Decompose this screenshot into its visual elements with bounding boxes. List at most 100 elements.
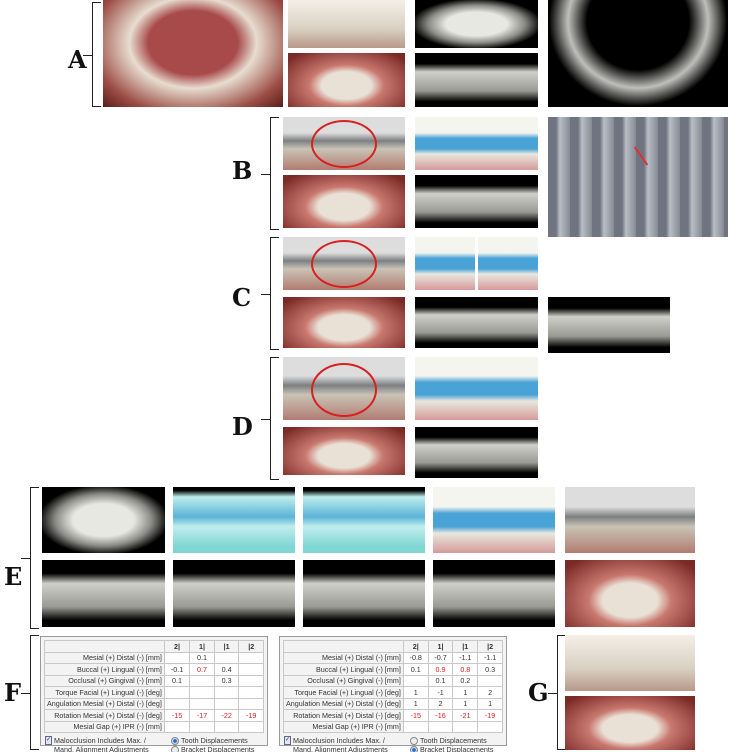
radio-icon bbox=[171, 746, 179, 752]
value-cell[interactable] bbox=[189, 720, 215, 733]
value-cell[interactable]: 0.3 bbox=[213, 674, 240, 687]
value-cell[interactable] bbox=[189, 697, 215, 710]
model-brackets-d-incisal bbox=[415, 427, 538, 478]
value-cell[interactable]: 2 bbox=[427, 697, 454, 710]
value-cell[interactable] bbox=[238, 663, 264, 676]
radio-tooth-displacements[interactable]: Tooth Displacements bbox=[410, 736, 494, 746]
value-cell[interactable]: -17 bbox=[189, 709, 215, 722]
radio-bracket-displacements[interactable]: Bracket Displacements bbox=[171, 745, 255, 752]
value-cell[interactable] bbox=[163, 697, 191, 710]
value-cell[interactable] bbox=[238, 651, 264, 664]
value-cell[interactable]: 0.1 bbox=[189, 651, 215, 664]
value-cell[interactable] bbox=[238, 686, 264, 699]
value-cell[interactable] bbox=[189, 674, 215, 687]
value-cell[interactable]: -0.8 bbox=[402, 651, 429, 664]
value-cell[interactable]: 2 bbox=[477, 686, 503, 699]
arrow-icon bbox=[633, 146, 649, 166]
value-cell[interactable] bbox=[238, 674, 264, 687]
table-row: Mesial Gap (+) IPR (-) [mm] bbox=[44, 720, 264, 733]
table-row: Angulation Mesial (+) Distal (-) [deg] bbox=[44, 697, 264, 710]
radio-bracket-displacements[interactable]: Bracket Displacements bbox=[410, 745, 494, 752]
malocclusion-checkbox[interactable]: ✓Malocclusion Includes Max. / Mand. Alig… bbox=[45, 736, 149, 752]
table-row: Rotation Mesial (+) Distal (-) [deg]-15-… bbox=[44, 709, 264, 722]
value-cell[interactable]: 1 bbox=[452, 686, 479, 699]
value-cell[interactable] bbox=[163, 720, 191, 733]
value-cell[interactable] bbox=[477, 674, 503, 687]
value-cell[interactable] bbox=[477, 720, 503, 733]
value-cell[interactable]: 0.7 bbox=[189, 663, 215, 676]
photo-brackets-d-front bbox=[283, 357, 405, 420]
value-cell[interactable] bbox=[452, 720, 479, 733]
photo-brackets-c-incisal bbox=[283, 297, 405, 348]
value-cell[interactable]: 1 bbox=[402, 697, 429, 710]
value-cell[interactable]: -0.1 bbox=[163, 663, 191, 676]
value-cell[interactable] bbox=[213, 651, 240, 664]
value-cell[interactable]: 1 bbox=[402, 686, 429, 699]
value-cell[interactable] bbox=[213, 720, 240, 733]
value-cell[interactable]: 0.3 bbox=[477, 663, 503, 676]
value-cell[interactable]: 0.1 bbox=[163, 674, 191, 687]
value-cell[interactable]: 1 bbox=[452, 697, 479, 710]
model-brackets-c-incisal bbox=[415, 297, 538, 348]
value-cell[interactable] bbox=[402, 674, 429, 687]
photo-lower-incisors-front bbox=[288, 0, 405, 48]
tooth-header: |1 bbox=[452, 640, 479, 653]
model-3d-front bbox=[415, 0, 538, 48]
value-cell[interactable]: -1.1 bbox=[477, 651, 503, 664]
table-row: Mesial Gap (+) IPR (-) [mm] bbox=[283, 720, 503, 733]
value-cell[interactable]: -19 bbox=[238, 709, 264, 722]
row-label: Buccal (+) Lingual (-) [mm] bbox=[44, 663, 165, 676]
value-cell[interactable] bbox=[213, 686, 240, 699]
row-label: Angulation Mesial (+) Distal (-) [deg] bbox=[44, 697, 165, 710]
value-cell[interactable] bbox=[189, 686, 215, 699]
radio-tooth-displacements[interactable]: Tooth Displacements bbox=[171, 736, 255, 746]
photo-e-front bbox=[565, 487, 695, 553]
value-cell[interactable]: 0.1 bbox=[427, 674, 454, 687]
check-icon: ✓ bbox=[45, 736, 53, 745]
value-cell[interactable] bbox=[402, 720, 429, 733]
photo-brackets-b-incisal bbox=[283, 175, 405, 228]
value-cell[interactable]: -15 bbox=[402, 709, 429, 722]
value-cell[interactable]: -16 bbox=[427, 709, 454, 722]
header-spacer bbox=[44, 640, 165, 653]
value-cell[interactable] bbox=[427, 720, 454, 733]
malocclusion-checkbox[interactable]: ✓Malocclusion Includes Max. / Mand. Alig… bbox=[284, 736, 388, 752]
value-cell[interactable]: 0.8 bbox=[452, 663, 479, 676]
value-cell[interactable]: 1 bbox=[477, 697, 503, 710]
value-cell[interactable]: -1 bbox=[427, 686, 454, 699]
table-row: Torque Facial (+) Lingual (-) [deg] bbox=[44, 686, 264, 699]
value-cell[interactable]: 0.1 bbox=[402, 663, 429, 676]
model-brackets-c-incisal-2 bbox=[548, 297, 670, 353]
model-e-incisal-3 bbox=[303, 560, 425, 627]
panel-label-a: A bbox=[68, 45, 87, 74]
radio-icon bbox=[171, 737, 179, 746]
model-e-incisal-2 bbox=[173, 560, 295, 627]
value-cell[interactable]: 0.4 bbox=[213, 663, 240, 676]
value-cell[interactable]: -19 bbox=[477, 709, 503, 722]
panel-label-e: E bbox=[4, 562, 23, 591]
value-cell[interactable]: -21 bbox=[452, 709, 479, 722]
value-cell[interactable]: 0.9 bbox=[427, 663, 454, 676]
value-cell[interactable]: -15 bbox=[163, 709, 191, 722]
value-cell[interactable]: -1.1 bbox=[452, 651, 479, 664]
model-e-incisal-4 bbox=[433, 560, 555, 627]
value-cell[interactable]: -0.7 bbox=[427, 651, 454, 664]
photo-g-front bbox=[565, 635, 695, 691]
tooth-header: 1| bbox=[427, 640, 454, 653]
value-cell[interactable] bbox=[238, 720, 264, 733]
value-cell[interactable] bbox=[213, 697, 240, 710]
tooth-header: 2| bbox=[163, 640, 191, 653]
value-cell[interactable] bbox=[163, 686, 191, 699]
row-label: Occlusal (+) Gingival (-) [mm] bbox=[283, 674, 404, 687]
value-cell[interactable] bbox=[163, 651, 191, 664]
value-cell[interactable] bbox=[238, 697, 264, 710]
value-cell[interactable]: 0.2 bbox=[452, 674, 479, 687]
panel-label-f: F bbox=[4, 678, 22, 707]
model-e-incisal-1 bbox=[42, 560, 165, 627]
bracket-d bbox=[261, 357, 279, 480]
row-label: Rotation Mesial (+) Distal (-) [deg] bbox=[44, 709, 165, 722]
value-cell[interactable]: -22 bbox=[213, 709, 240, 722]
